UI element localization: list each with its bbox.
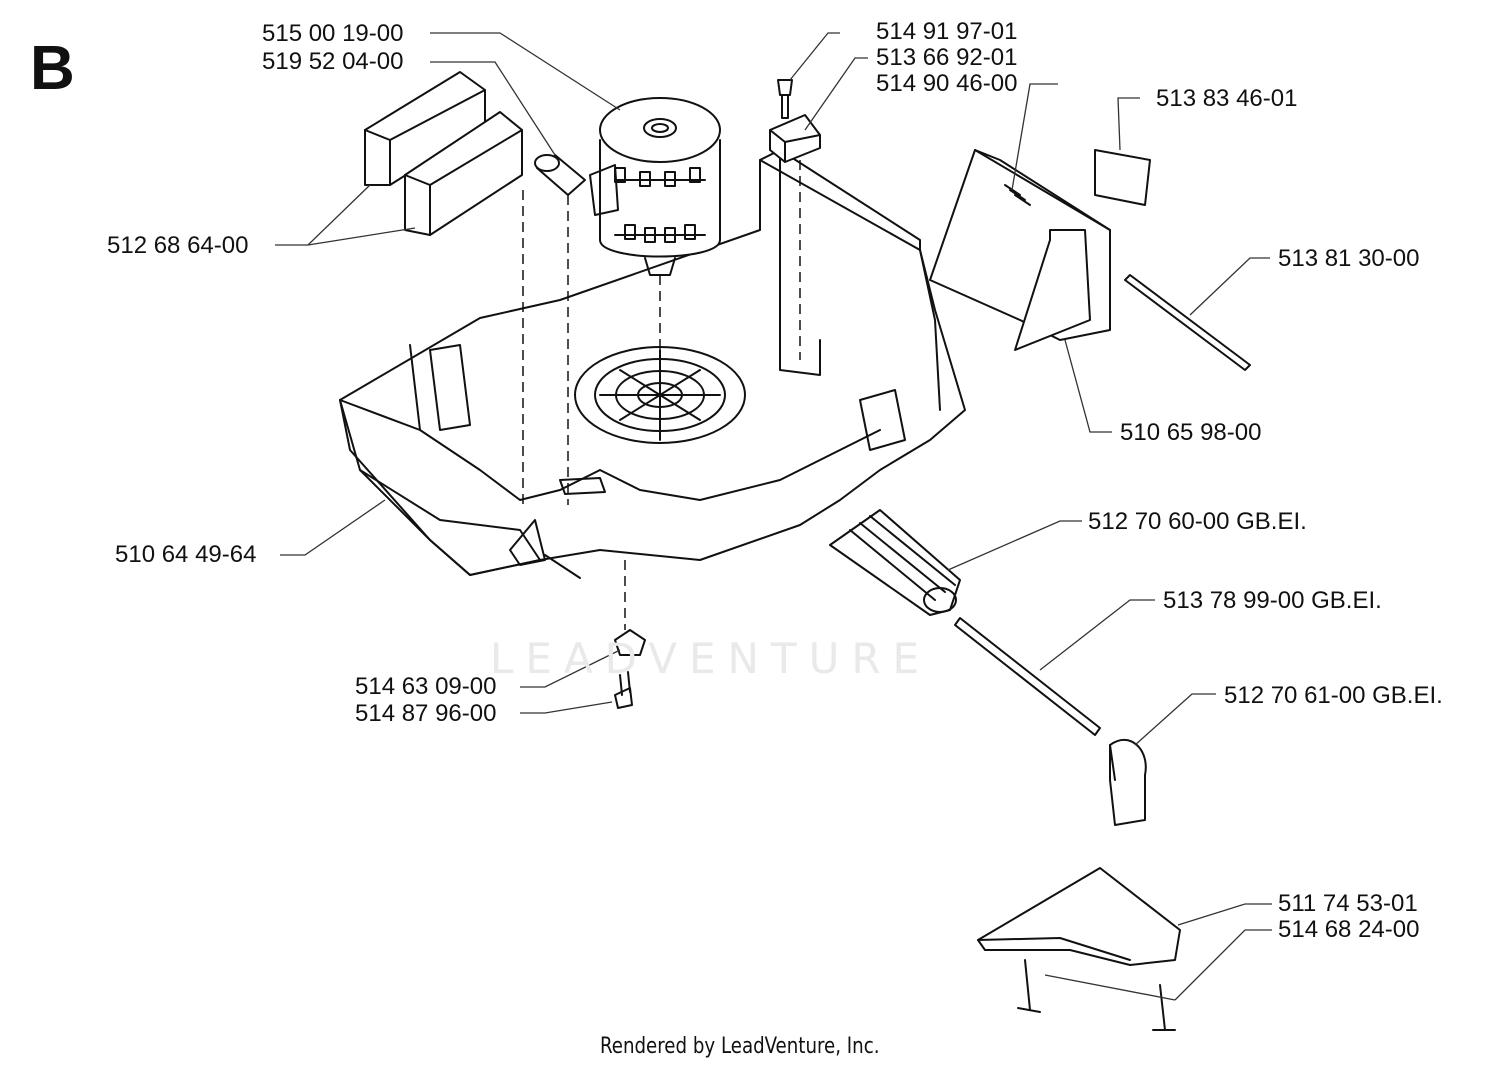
part-label-510-64-49-64[interactable]: 510 64 49-64 [115, 541, 257, 568]
nut-screw-drawing [614, 629, 646, 709]
motor-drawing [534, 97, 721, 276]
base-housing-drawing [339, 149, 966, 579]
part-label-514-91-97-01[interactable]: 514 91 97-01 [876, 18, 1018, 45]
part-label-512-70-61-00[interactable]: 512 70 61-00 GB.EI. [1224, 682, 1443, 709]
part-label-513-66-92-01[interactable]: 513 66 92-01 [876, 44, 1018, 71]
section-letter: B [30, 34, 75, 103]
bracket-pair-drawing [364, 71, 523, 236]
clip-drawing [1109, 738, 1147, 826]
side-panel-drawing [929, 149, 1251, 371]
screw-clip-drawing [769, 79, 821, 163]
part-label-519-52-04-00[interactable]: 519 52 04-00 [262, 48, 404, 75]
part-label-512-68-64-00[interactable]: 512 68 64-00 [107, 232, 249, 259]
part-label-513-83-46-01[interactable]: 513 83 46-01 [1156, 85, 1298, 112]
part-label-514-87-96-00[interactable]: 514 87 96-00 [355, 700, 497, 727]
part-label-513-81-30-00[interactable]: 513 81 30-00 [1278, 245, 1420, 272]
part-label-514-90-46-00[interactable]: 514 90 46-00 [876, 70, 1018, 97]
part-label-514-63-09-00[interactable]: 514 63 09-00 [355, 673, 497, 700]
part-label-514-68-24-00[interactable]: 514 68 24-00 [1278, 916, 1420, 943]
watermark: LEADVENTURE [490, 634, 932, 683]
part-label-511-74-53-01[interactable]: 511 74 53-01 [1278, 890, 1418, 917]
part-label-515-00-19-00[interactable]: 515 00 19-00 [262, 20, 404, 47]
part-label-513-78-99-00[interactable]: 513 78 99-00 GB.EI. [1163, 587, 1382, 614]
footer-credit: Rendered by LeadVenture, Inc. [600, 1034, 880, 1059]
part-label-510-65-98-00[interactable]: 510 65 98-00 [1120, 419, 1262, 446]
part-label-512-70-60-00[interactable]: 512 70 60-00 GB.EI. [1088, 508, 1307, 535]
cover-drawing [977, 867, 1181, 1031]
spring-rod-drawing [829, 509, 1101, 736]
